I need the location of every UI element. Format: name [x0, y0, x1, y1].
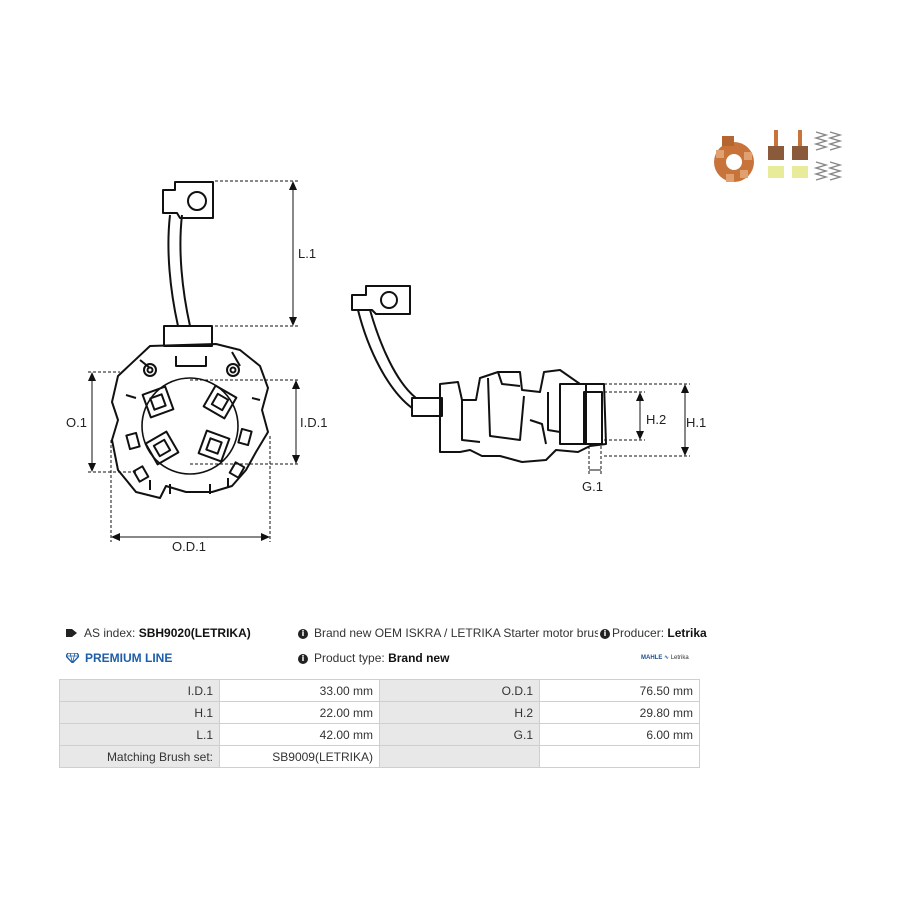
- product-thumbnail: [714, 130, 843, 182]
- dim-label-id1: I.D.1: [300, 415, 327, 430]
- technical-drawing: L.1 O.1 I.D.1 O.D.1: [66, 180, 706, 554]
- spec-value: 29.80 mm: [539, 701, 700, 724]
- spec-key: O.D.1: [379, 679, 540, 702]
- diamond-icon: [65, 652, 80, 666]
- spec-value: 76.50 mm: [539, 679, 700, 702]
- tag-icon: [66, 627, 78, 641]
- dim-label-od1: O.D.1: [172, 539, 206, 554]
- info-icon: i: [600, 628, 610, 639]
- as-index-row: AS index: SBH9020(LETRIKA): [66, 626, 251, 641]
- premium-line-badge: PREMIUM LINE: [65, 651, 173, 666]
- brush-holder-photo: [714, 136, 754, 182]
- spec-table: I.D.1 33.00 mm O.D.1 76.50 mm H.1 22.00 …: [59, 679, 700, 768]
- spec-key: H.2: [379, 701, 540, 724]
- spec-value: SB9009(LETRIKA): [219, 745, 380, 768]
- spec-key: I.D.1: [59, 679, 220, 702]
- springs-photo: [813, 131, 843, 181]
- side-dimensions: [588, 383, 690, 474]
- front-dimensions: [88, 180, 300, 542]
- spec-value: 22.00 mm: [219, 701, 380, 724]
- table-row: I.D.1 33.00 mm O.D.1 76.50 mm: [59, 679, 700, 702]
- premium-line-label: PREMIUM LINE: [85, 651, 173, 665]
- spec-key: Matching Brush set:: [59, 745, 220, 768]
- spec-key: G.1: [379, 723, 540, 746]
- brushes-photo: [768, 130, 808, 178]
- table-row: Matching Brush set: SB9009(LETRIKA): [59, 745, 700, 768]
- dim-label-g1: G.1: [582, 479, 603, 494]
- letrika-logo-icon: ∿: [664, 655, 670, 661]
- spec-value: [539, 745, 700, 768]
- product-type-value: Brand new: [388, 651, 450, 665]
- producer-label: Producer:: [612, 626, 665, 640]
- dim-label-o1: O.1: [66, 415, 87, 430]
- side-view: [351, 285, 607, 463]
- spec-key: L.1: [59, 723, 220, 746]
- spec-key: [379, 745, 540, 768]
- mahle-logo: MAHLE: [641, 655, 663, 661]
- dim-label-h1: H.1: [686, 415, 706, 430]
- product-type-row: i Product type: Brand new: [298, 651, 449, 665]
- as-index-label: AS index:: [84, 626, 136, 640]
- front-view: [111, 181, 269, 499]
- table-row: L.1 42.00 mm G.1 6.00 mm: [59, 723, 700, 746]
- table-row: H.1 22.00 mm H.2 29.80 mm: [59, 701, 700, 724]
- description-text: Brand new OEM ISKRA / LETRIKA Starter mo…: [314, 626, 644, 640]
- info-icon: i: [298, 653, 308, 664]
- as-index-value: SBH9020(LETRIKA): [138, 626, 251, 640]
- brand-logos: MAHLE ∿ Letrika: [641, 652, 701, 664]
- spec-key: H.1: [59, 701, 220, 724]
- producer-value: Letrika: [667, 626, 707, 640]
- dim-label-h2: H.2: [646, 412, 666, 427]
- spec-value: 42.00 mm: [219, 723, 380, 746]
- info-icon: i: [298, 628, 308, 639]
- spec-value: 6.00 mm: [539, 723, 700, 746]
- product-type-label: Product type:: [314, 651, 385, 665]
- letrika-logo: Letrika: [670, 655, 689, 661]
- spec-value: 33.00 mm: [219, 679, 380, 702]
- dim-label-l1: L.1: [298, 246, 316, 261]
